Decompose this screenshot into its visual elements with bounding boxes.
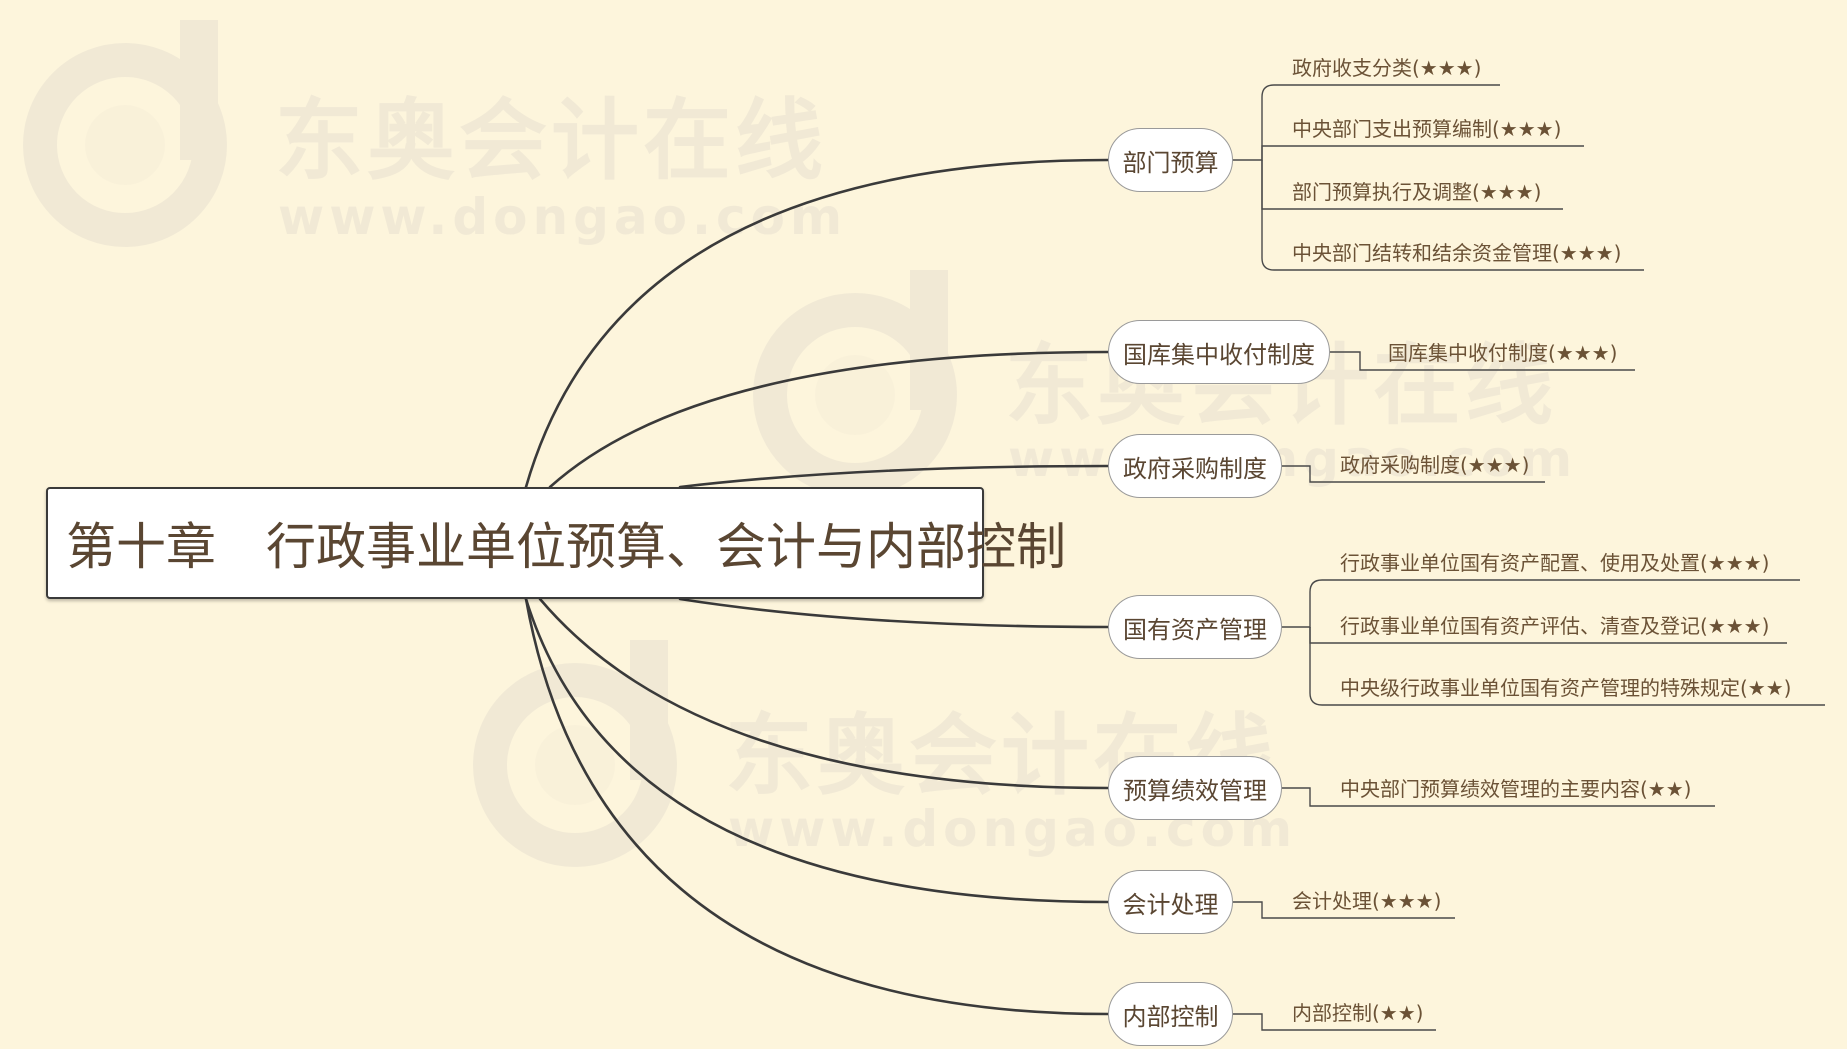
leaf-connector-6 bbox=[1282, 465, 1545, 483]
connector-branch-7 bbox=[524, 597, 1110, 1016]
leaf-accounting-1[interactable]: 会计处理(★★★) bbox=[1292, 889, 1442, 913]
leaf-connector-9 bbox=[1309, 627, 1825, 706]
connector-branch-5 bbox=[538, 597, 1110, 790]
leaf-connector-11 bbox=[1233, 901, 1455, 919]
branch-budget[interactable]: 部门预算 bbox=[1108, 128, 1233, 192]
connector-branch-2 bbox=[548, 350, 1110, 489]
leaf-budget-2[interactable]: 中央部门支出预算编制(★★★) bbox=[1292, 117, 1562, 141]
connector-branch-3 bbox=[678, 464, 1110, 489]
leaf-internal-control-1[interactable]: 内部控制(★★) bbox=[1292, 1001, 1424, 1025]
leaf-connector-12 bbox=[1233, 1013, 1436, 1031]
leaf-connector-2 bbox=[1261, 145, 1584, 160]
central-topic[interactable]: 第十章 行政事业单位预算、会计与内部控制 bbox=[46, 487, 1066, 599]
branch-internal-control[interactable]: 内部控制 bbox=[1108, 982, 1233, 1046]
leaf-treasury-1[interactable]: 国库集中收付制度(★★★) bbox=[1388, 341, 1618, 365]
branch-performance[interactable]: 预算绩效管理 bbox=[1108, 756, 1282, 820]
branch-procurement[interactable]: 政府采购制度 bbox=[1108, 434, 1282, 498]
leaf-budget-1[interactable]: 政府收支分类(★★★) bbox=[1292, 56, 1482, 80]
leaf-assets-3[interactable]: 中央级行政事业单位国有资产管理的特殊规定(★★) bbox=[1340, 676, 1792, 700]
leaf-connector-10 bbox=[1282, 787, 1715, 807]
leaf-assets-2[interactable]: 行政事业单位国有资产评估、清查及登记(★★★) bbox=[1340, 614, 1770, 638]
leaf-connector-4 bbox=[1261, 160, 1644, 271]
leaf-budget-4[interactable]: 中央部门结转和结余资金管理(★★★) bbox=[1292, 241, 1622, 265]
leaf-budget-3[interactable]: 部门预算执行及调整(★★★) bbox=[1292, 180, 1542, 204]
leaf-performance-1[interactable]: 中央部门预算绩效管理的主要内容(★★) bbox=[1340, 777, 1692, 801]
branch-treasury[interactable]: 国库集中收付制度 bbox=[1108, 320, 1330, 384]
branch-state-assets[interactable]: 国有资产管理 bbox=[1108, 595, 1282, 659]
connector-branch-4 bbox=[678, 597, 1110, 629]
connector-branch-1 bbox=[524, 158, 1110, 489]
leaf-procurement-1[interactable]: 政府采购制度(★★★) bbox=[1340, 453, 1530, 477]
leaf-connector-1 bbox=[1233, 84, 1500, 161]
leaf-connector-7 bbox=[1282, 579, 1800, 628]
leaf-assets-1[interactable]: 行政事业单位国有资产配置、使用及处置(★★★) bbox=[1340, 551, 1770, 575]
branch-accounting[interactable]: 会计处理 bbox=[1108, 870, 1233, 934]
connector-branch-6 bbox=[524, 597, 1110, 904]
leaf-connector-5 bbox=[1330, 351, 1635, 371]
